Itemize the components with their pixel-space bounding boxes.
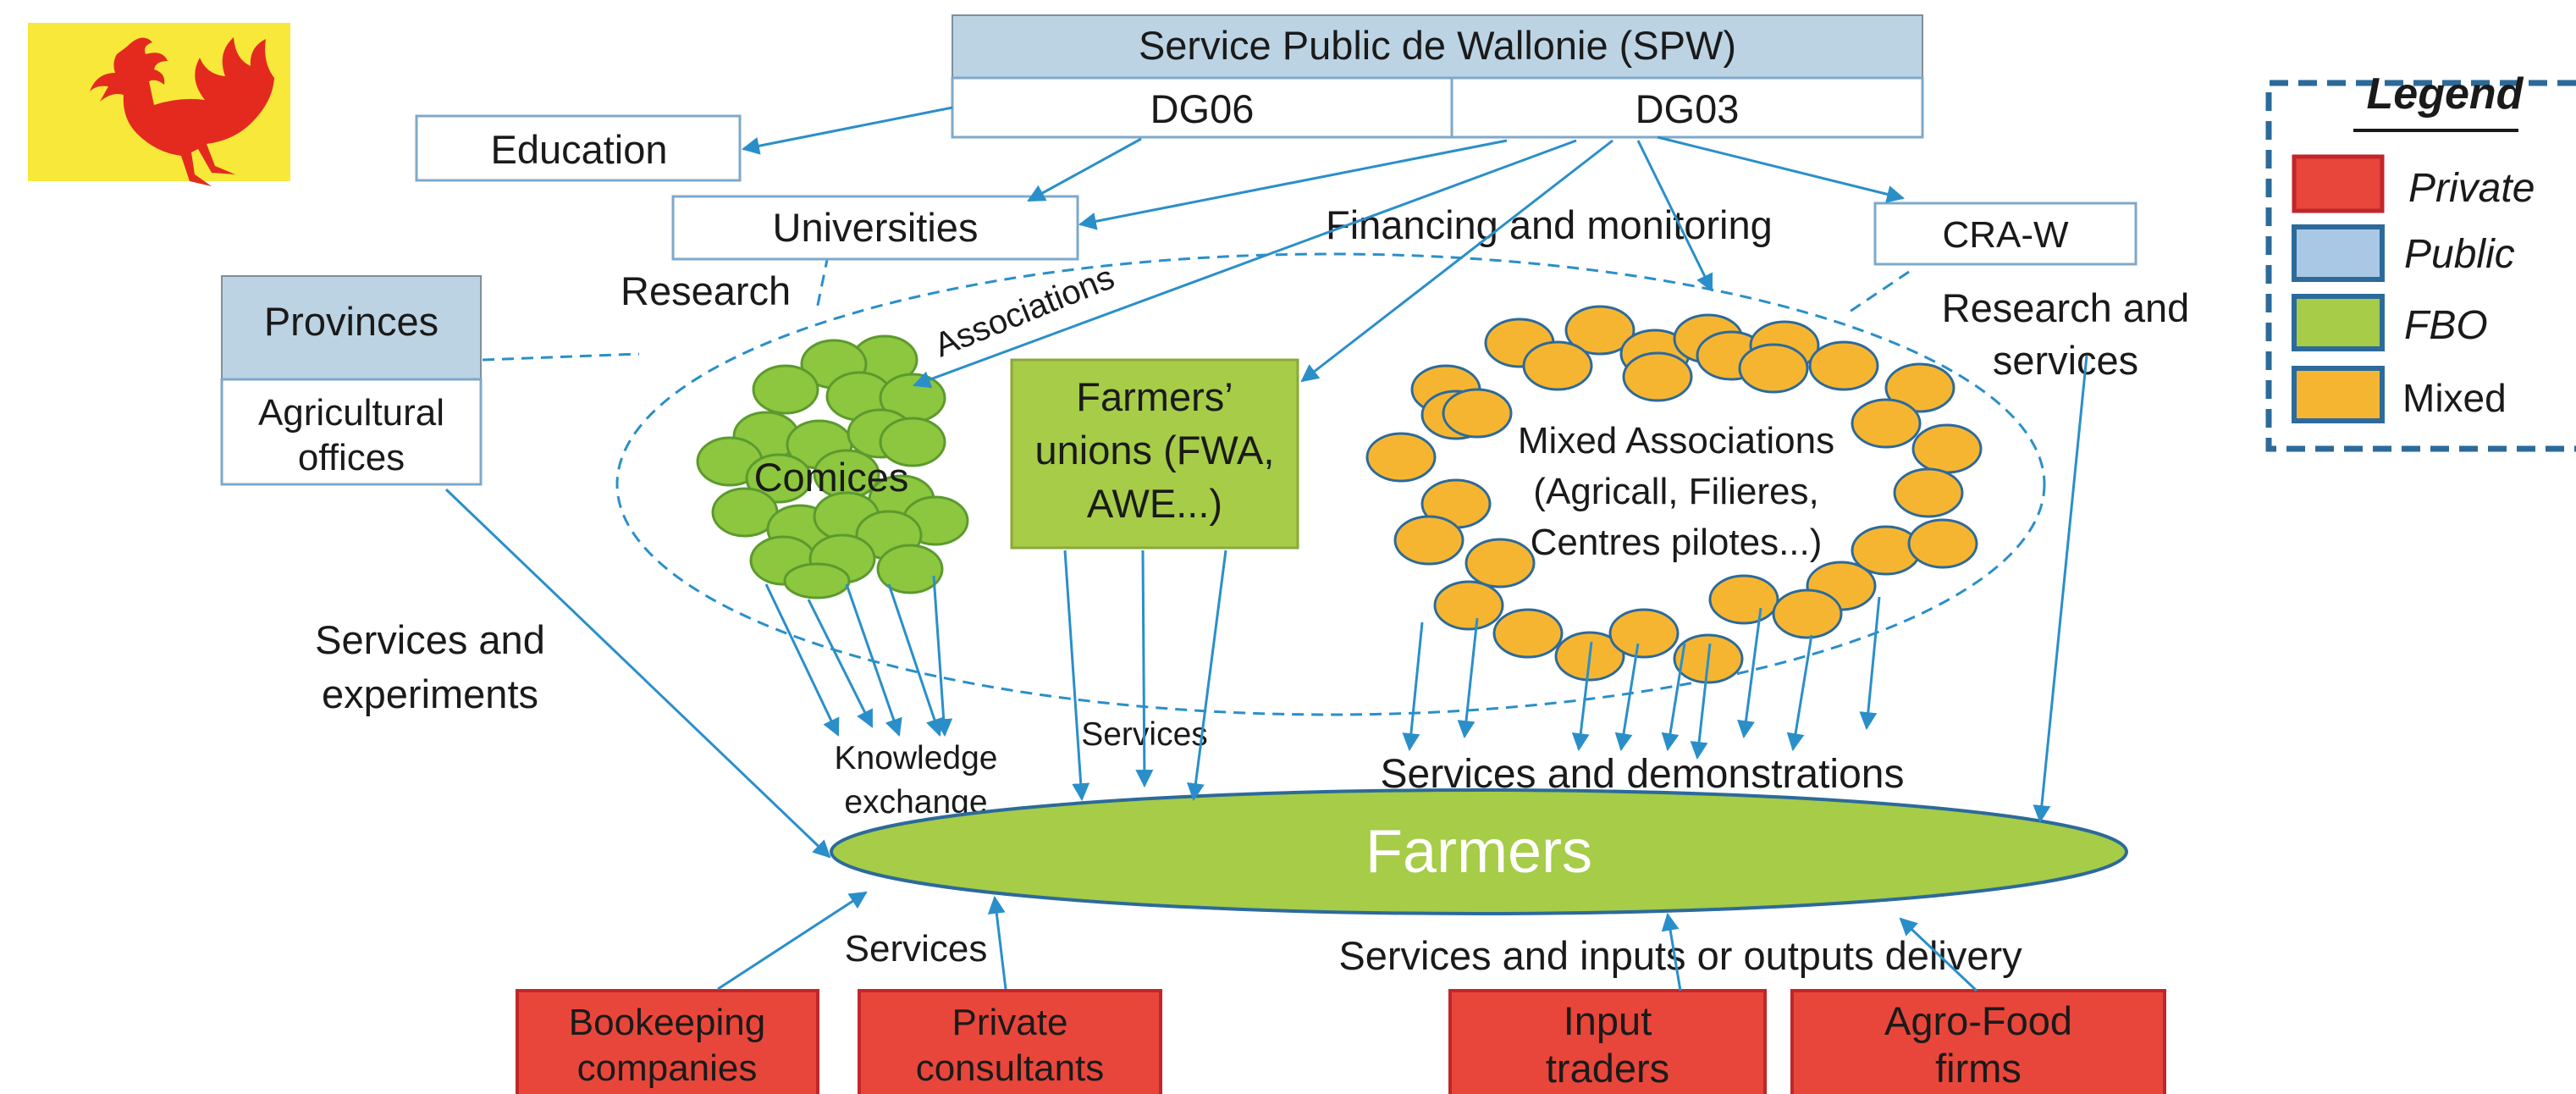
research-services-line2: services <box>1993 338 2138 383</box>
farmers-ellipse <box>830 788 2128 915</box>
legend-border <box>2265 80 2576 452</box>
universities-box <box>671 195 1079 261</box>
knowledge-line1: Knowledge <box>835 740 998 776</box>
provinces-link-dash <box>482 352 640 362</box>
wallonia-rooster-flag-icon <box>28 23 290 186</box>
mixed-associations-ring <box>1365 305 1983 684</box>
universities-link-dash <box>815 255 830 310</box>
provinces-header <box>221 275 482 380</box>
education-label: Education <box>490 127 667 172</box>
spw-header <box>952 14 1923 79</box>
legend: Legend Private Public FBO Mixed <box>2265 69 2576 452</box>
mixed-line2: (Agricall, Filieres, <box>1533 471 1818 512</box>
offices-line2: offices <box>298 437 405 478</box>
comices-cluster <box>696 334 969 599</box>
unions-line2: unions (FWA, <box>1035 428 1275 472</box>
services-bottom-label: Services <box>845 928 988 970</box>
research-label: Research <box>621 268 791 313</box>
agrofood-line1: Agro-Food <box>1884 998 2072 1043</box>
consultants-line2: consultants <box>916 1047 1105 1089</box>
consultants-box <box>858 989 1162 1094</box>
legend-label-private: Private <box>2408 166 2535 211</box>
services-experiments-line2: experiments <box>322 671 538 716</box>
farmers-label: Farmers <box>1365 818 1592 886</box>
legend-label-fbo: FBO <box>2404 303 2488 348</box>
services-experiments-line1: Services and <box>315 617 545 662</box>
bookkeeping-line2: companies <box>577 1047 758 1089</box>
inputs-delivery-label: Services and inputs or outputs delivery <box>1338 933 2022 978</box>
legend-title: Legend <box>2367 69 2524 119</box>
bookkeeping-box <box>516 989 819 1094</box>
education-box <box>415 114 742 182</box>
dg03-box <box>1450 76 1924 139</box>
input-traders-box <box>1448 989 1767 1094</box>
mixed-line3: Centres pilotes...) <box>1531 522 1823 563</box>
agrofood-box <box>1790 989 2166 1094</box>
agrofood-line2: firms <box>1935 1046 2022 1091</box>
legend-label-mixed: Mixed <box>2402 376 2507 420</box>
legend-label-public: Public <box>2404 232 2515 277</box>
offices-line1: Agricultural <box>258 392 444 434</box>
farmers-unions-box <box>1010 358 1299 550</box>
traders-line1: Input <box>1564 998 1652 1043</box>
provinces-label: Provinces <box>264 299 439 344</box>
associations-label: Associations <box>929 258 1120 364</box>
dg06-label: DG06 <box>1150 86 1255 131</box>
craw-box <box>1873 202 2137 266</box>
consultants-line1: Private <box>952 1002 1068 1043</box>
unions-line3: AWE...) <box>1087 481 1222 526</box>
spw-block: Service Public de Wallonie (SPW) DG06 DG… <box>951 14 1924 139</box>
craw-label: CRA-W <box>1942 214 2069 256</box>
financing-label: Financing and monitoring <box>1326 202 1773 247</box>
agricultural-offices-box <box>220 378 483 486</box>
legend-swatch-public <box>2292 224 2385 282</box>
unions-line1: Farmers’ <box>1076 374 1233 419</box>
legend-swatch-private <box>2292 154 2385 213</box>
associations-boundary <box>615 252 2046 716</box>
traders-line2: traders <box>1546 1046 1669 1091</box>
legend-swatch-fbo <box>2292 294 2385 351</box>
research-services-line1: Research and <box>1942 285 2190 330</box>
spw-title: Service Public de Wallonie (SPW) <box>1139 23 1736 68</box>
flow-arrows <box>444 106 2088 992</box>
universities-label: Universities <box>773 205 979 250</box>
mixed-line1: Mixed Associations <box>1518 420 1834 461</box>
comices-label: Comices <box>754 455 909 500</box>
bookkeeping-line1: Bookeeping <box>569 1002 765 1043</box>
legend-swatch-mixed <box>2292 366 2385 423</box>
craw-link-dash <box>1849 270 1910 313</box>
dg03-label: DG03 <box>1636 86 1740 131</box>
